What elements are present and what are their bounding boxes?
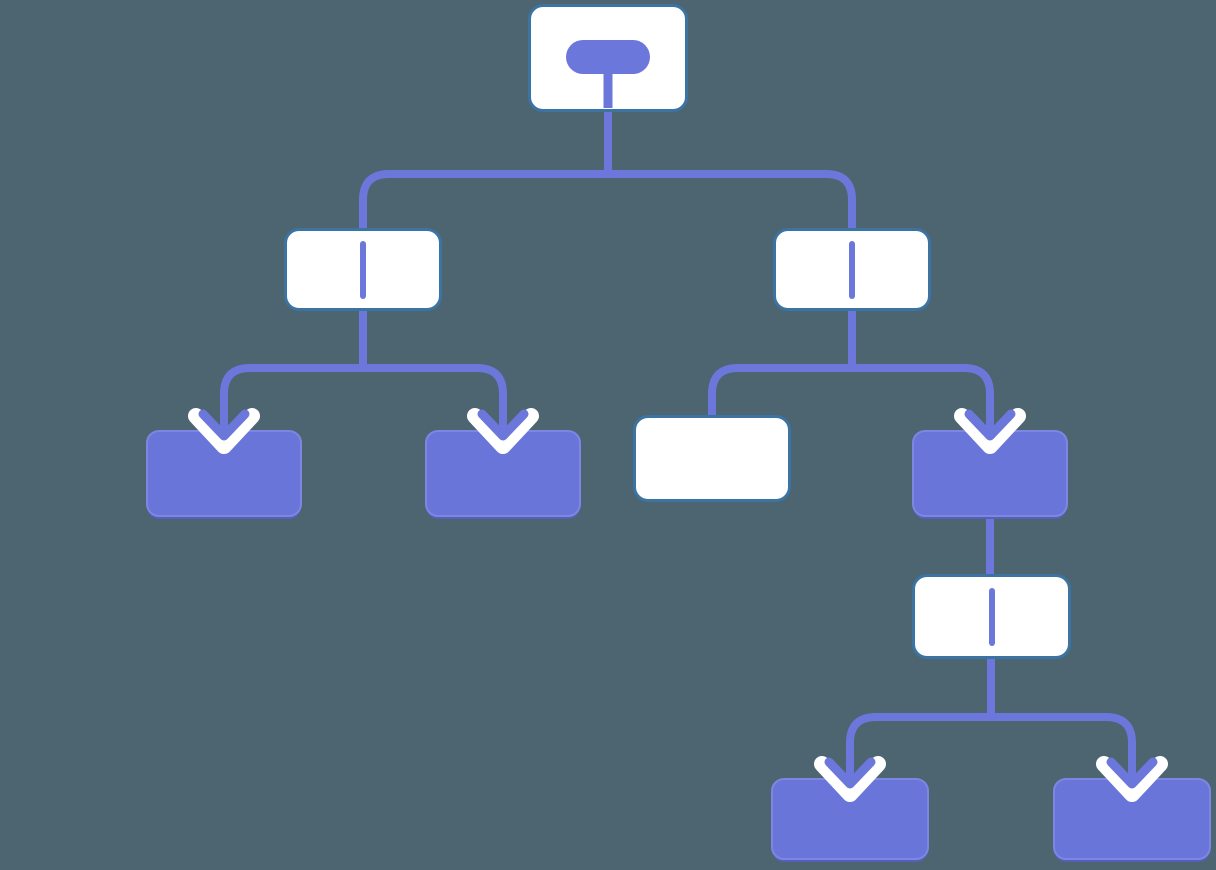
node-split-right[interactable] xyxy=(773,228,931,311)
node-split-left[interactable] xyxy=(284,228,442,311)
start-pill-icon xyxy=(566,40,650,74)
node-target-5[interactable] xyxy=(1053,778,1211,860)
node-target-3[interactable] xyxy=(912,430,1068,517)
node-target-2[interactable] xyxy=(425,430,581,517)
edge-top-branch xyxy=(359,170,856,232)
node-split-bottom[interactable] xyxy=(912,574,1071,659)
edge-left-branch xyxy=(220,364,507,432)
node-target-4[interactable] xyxy=(771,778,929,860)
node-root[interactable] xyxy=(528,4,688,112)
divider-line-icon xyxy=(849,240,855,299)
divider-line-icon xyxy=(988,587,995,646)
node-target-1[interactable] xyxy=(146,430,302,517)
divider-line-icon xyxy=(360,240,366,299)
edge-bottom-branch xyxy=(846,713,1136,780)
node-plain-1[interactable] xyxy=(633,415,791,502)
